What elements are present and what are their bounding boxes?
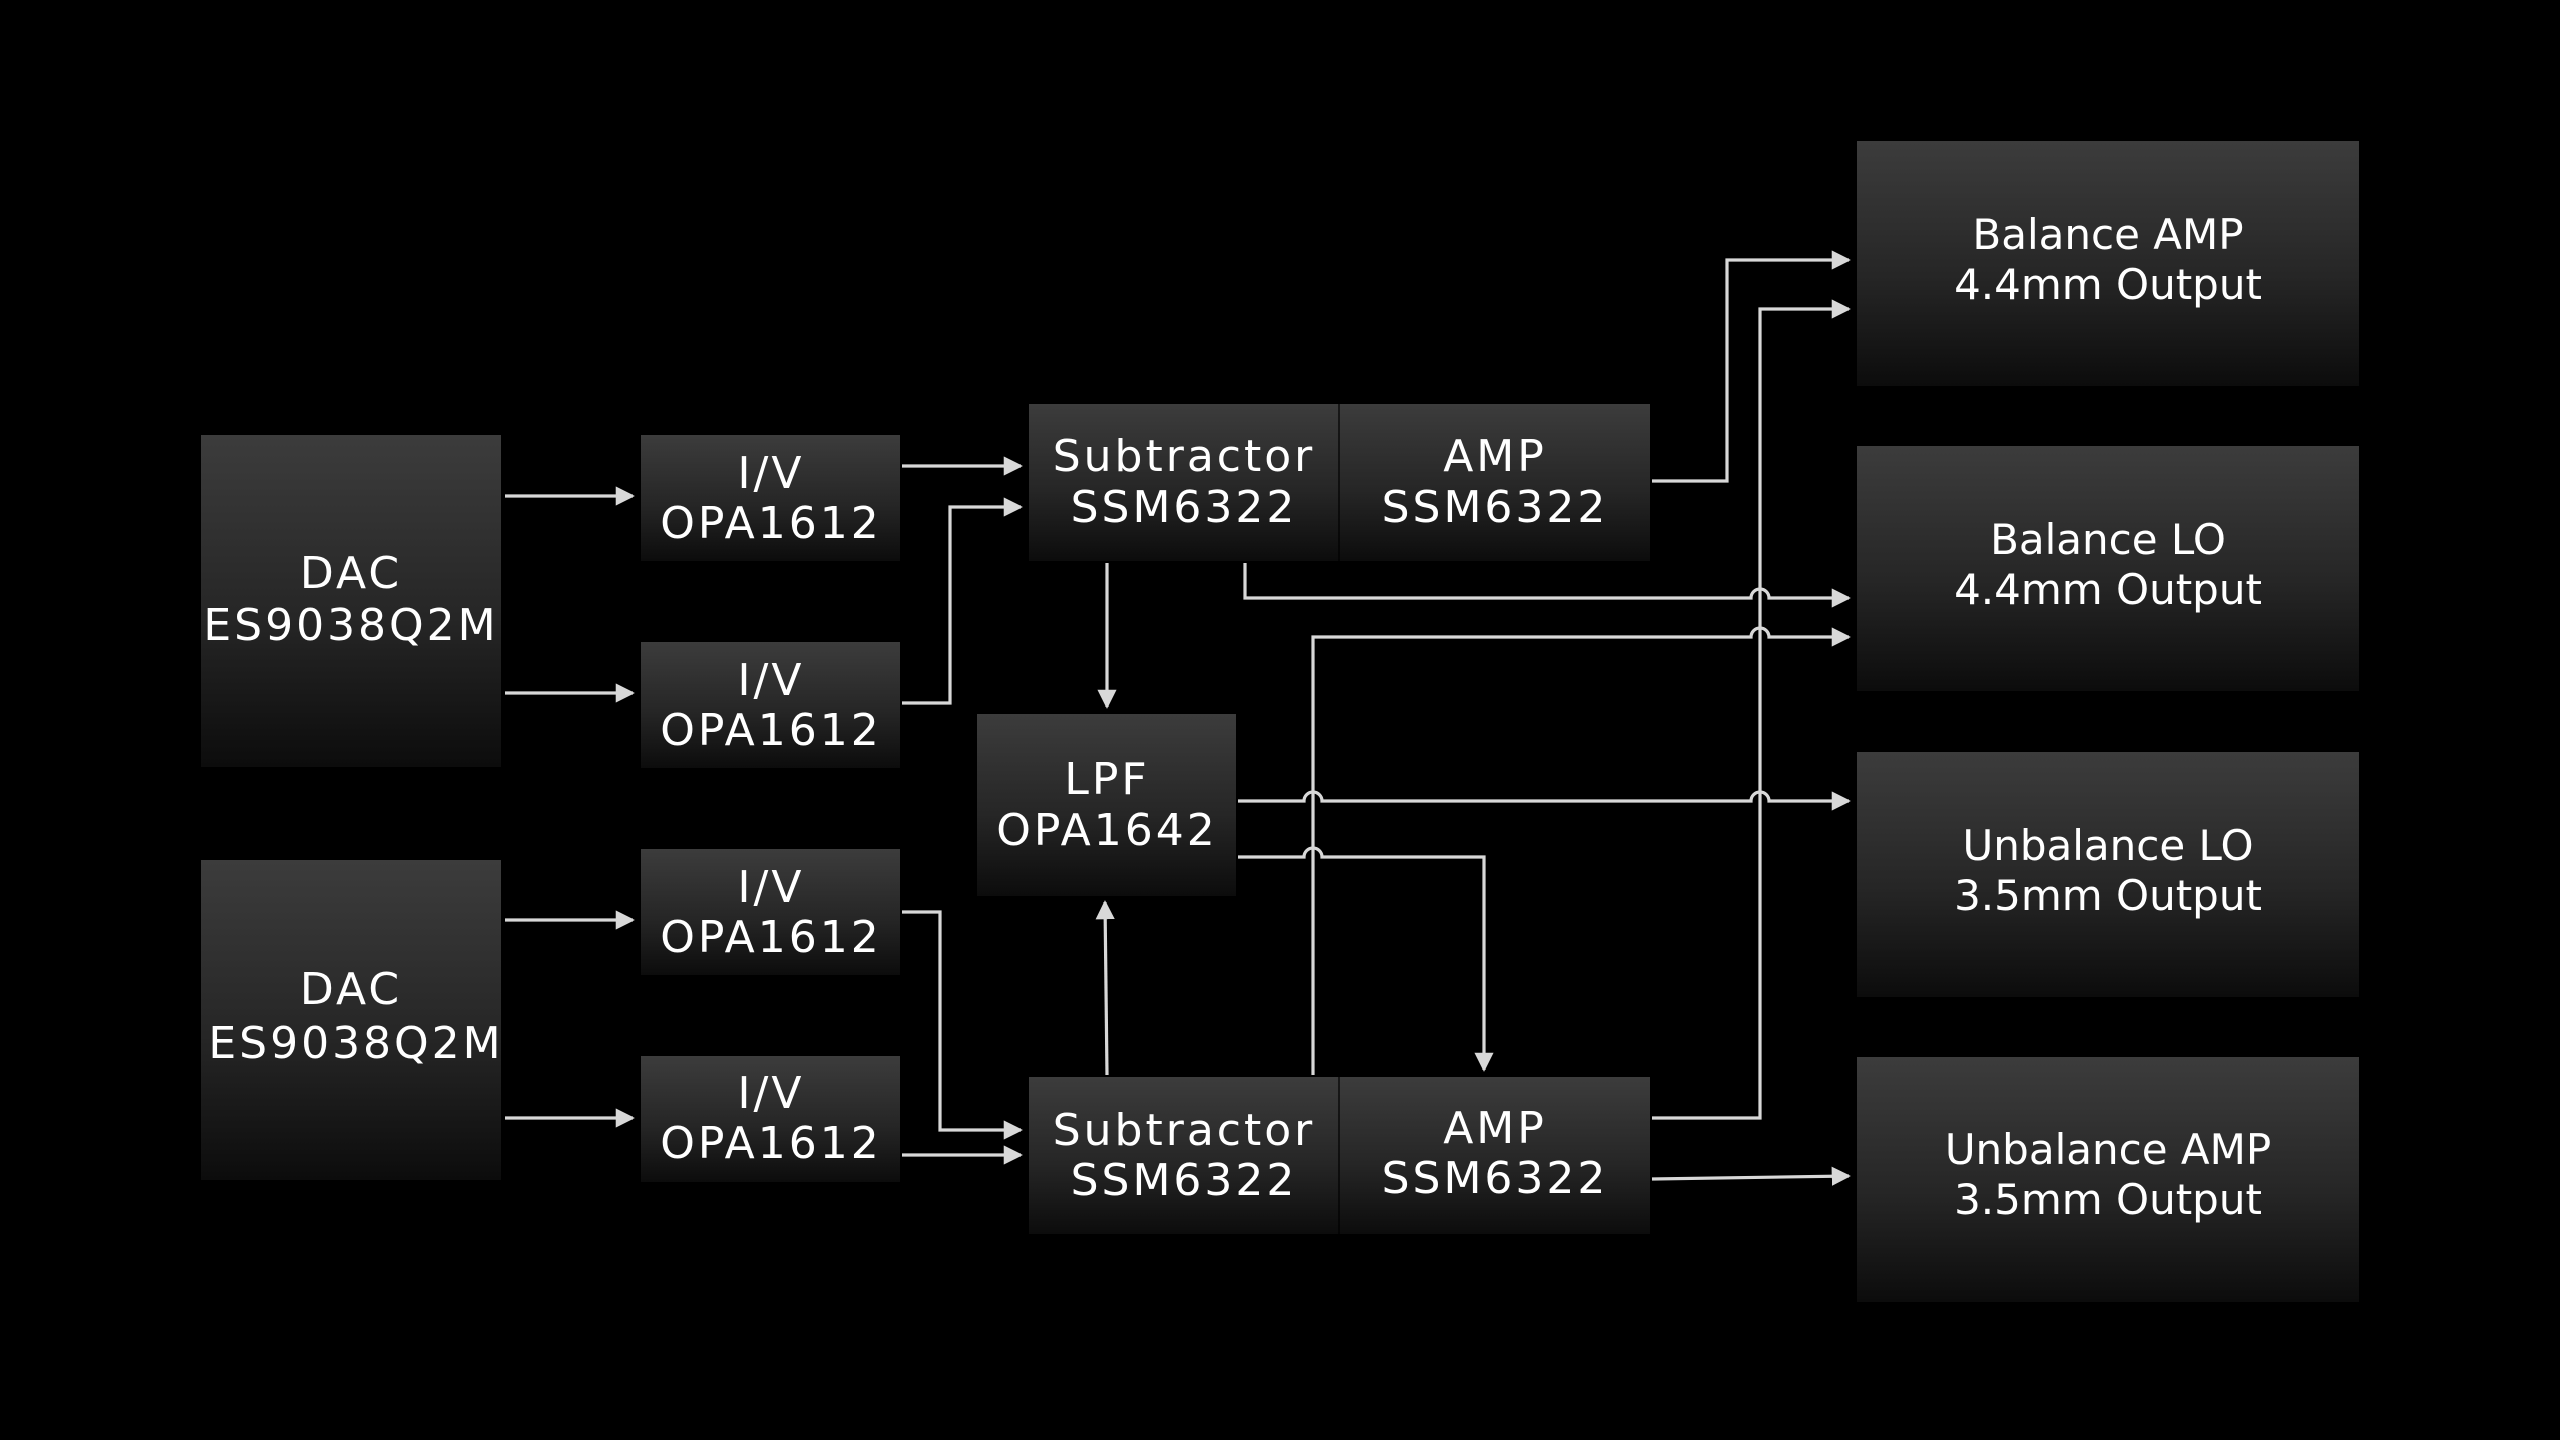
output-unbalance-amp-label: Unbalance AMP: [1945, 1125, 2271, 1174]
amp-top-part: SSM6322: [1382, 482, 1609, 533]
output-unbalance-amp: Unbalance AMP 3.5mm Output: [1857, 1057, 2359, 1302]
dac-bottom-label: DAC: [300, 964, 402, 1015]
subtractor-amp-bottom: Subtractor SSM6322 AMP SSM6322: [1029, 1077, 1650, 1234]
dac-block-bottom: DAC ES9038Q2M: [201, 860, 503, 1180]
signal-wires: [505, 250, 1851, 1186]
iv2-label: I/V: [738, 655, 805, 706]
dac-top-part: ES9038Q2M: [203, 600, 498, 651]
wire-lpf-unbalancelo: [1238, 790, 1851, 811]
iv3-label: I/V: [738, 862, 805, 913]
lpf-block: LPF OPA1642: [977, 714, 1236, 896]
output-unbalance-amp-jack: 3.5mm Output: [1954, 1175, 2262, 1224]
dac-top-label: DAC: [300, 548, 402, 599]
subtractor-bottom-part: SSM6322: [1071, 1155, 1298, 1206]
wire-lpf-ampbottom: [1238, 846, 1494, 1072]
lpf-part: OPA1642: [996, 805, 1217, 856]
subtractor-top-label: Subtractor: [1053, 431, 1316, 482]
iv4-label: I/V: [738, 1068, 805, 1119]
output-balance-lo-jack: 4.4mm Output: [1954, 565, 2262, 614]
dac-bottom-part: ES9038Q2M: [208, 1018, 503, 1069]
wire-iv2-subtop: [902, 497, 1023, 705]
output-balance-amp-jack: 4.4mm Output: [1954, 260, 2262, 309]
wire-ampbottom-balanceamp: [1652, 299, 1851, 1120]
iv1-label: I/V: [738, 448, 805, 499]
amp-bottom-part: SSM6322: [1382, 1153, 1609, 1204]
subtractor-bottom-label: Subtractor: [1053, 1105, 1316, 1156]
output-unbalance-lo-jack: 3.5mm Output: [1954, 871, 2262, 920]
iv-block-1: I/V OPA1612: [641, 435, 900, 561]
amp-bottom-label: AMP: [1443, 1103, 1547, 1154]
iv1-part: OPA1612: [660, 498, 881, 549]
iv-block-2: I/V OPA1612: [641, 642, 900, 768]
output-balance-amp-label: Balance AMP: [1972, 210, 2243, 259]
output-balance-lo-label: Balance LO: [1990, 515, 2226, 564]
wire-amptop-balanceamp: [1652, 250, 1851, 483]
dac-block-top: DAC ES9038Q2M: [201, 435, 501, 767]
subtractor-amp-top: Subtractor SSM6322 AMP SSM6322: [1029, 404, 1650, 561]
iv4-part: OPA1612: [660, 1118, 881, 1169]
output-balance-amp: Balance AMP 4.4mm Output: [1857, 141, 2359, 386]
wire-iv3-subbottom: [902, 910, 1023, 1140]
iv-block-4: I/V OPA1612: [641, 1056, 900, 1182]
amp-top-label: AMP: [1443, 431, 1547, 482]
wire-subtop-balancelo: [1243, 563, 1851, 608]
lpf-label: LPF: [1064, 754, 1149, 805]
wire-ampbottom-unbalanceamp: [1651, 1166, 1851, 1186]
iv-block-3: I/V OPA1612: [641, 849, 900, 975]
output-unbalance-lo-label: Unbalance LO: [1962, 821, 2253, 870]
iv2-part: OPA1612: [660, 705, 881, 756]
wire-subbottom-balancelo: [1311, 626, 1851, 1075]
wire-subbottom-lpf: [1095, 900, 1115, 1076]
output-balance-lo: Balance LO 4.4mm Output: [1857, 446, 2359, 691]
subtractor-top-part: SSM6322: [1071, 482, 1298, 533]
iv3-part: OPA1612: [660, 912, 881, 963]
output-unbalance-lo: Unbalance LO 3.5mm Output: [1857, 752, 2359, 997]
